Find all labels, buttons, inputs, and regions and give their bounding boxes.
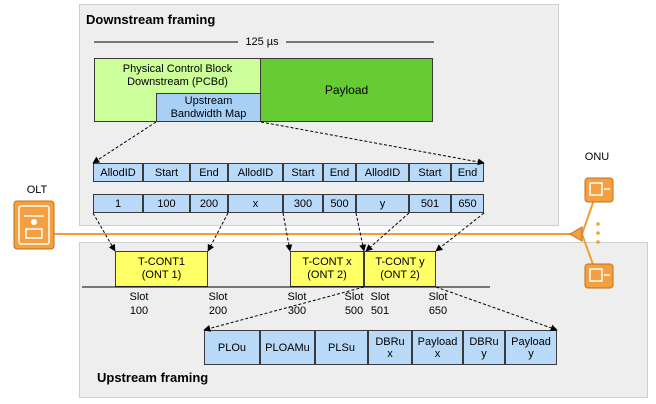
upstream-frame-cell: PLOAMu bbox=[260, 330, 315, 365]
upstream-title: Upstream framing bbox=[97, 370, 209, 385]
payload-block: Payload bbox=[260, 58, 433, 122]
tcont-x-box: T-CONT x (ONT 2) bbox=[290, 251, 364, 287]
downstream-title: Downstream framing bbox=[86, 12, 216, 27]
bwmap-header-cell: Start bbox=[409, 163, 451, 182]
slot-label: Slot 100 bbox=[129, 291, 149, 317]
bwmap-header-cell: AllodID bbox=[93, 163, 143, 182]
onu-label: ONU bbox=[584, 151, 610, 163]
upstream-frame-cell: DBRu y bbox=[463, 330, 505, 365]
pcbd-label: Physical Control Block Downstream (PCBd) bbox=[122, 63, 233, 88]
bwmap-value-cell: 501 bbox=[409, 194, 451, 213]
bwmap-value-cell: 650 bbox=[451, 194, 484, 213]
bwmap-header-cell: Start bbox=[283, 163, 323, 182]
bandwidth-map-label: Upstream Bandwidth Map bbox=[170, 94, 247, 120]
frame-duration-label: 125 µs bbox=[238, 35, 286, 49]
bwmap-header-cell: Start bbox=[143, 163, 190, 182]
slot-label: Slot 501 bbox=[370, 291, 390, 317]
bwmap-value-cell: x bbox=[228, 194, 283, 213]
bwmap-header-cell: AllodID bbox=[228, 163, 283, 182]
bwmap-value-cell: 500 bbox=[323, 194, 356, 213]
bwmap-value-cell: 300 bbox=[283, 194, 323, 213]
slot-label: Slot 650 bbox=[428, 291, 448, 317]
payload-label: Payload bbox=[324, 82, 369, 97]
bwmap-header-cell: End bbox=[323, 163, 356, 182]
olt-label: OLT bbox=[26, 184, 48, 196]
upstream-frame-cell: DBRu x bbox=[368, 330, 412, 365]
upstream-frame-cell: Payload y bbox=[505, 330, 557, 365]
bwmap-header-cell: AllodID bbox=[356, 163, 409, 182]
bandwidth-map-block: Upstream Bandwidth Map bbox=[156, 93, 261, 122]
bwmap-header-cell: End bbox=[451, 163, 484, 182]
upstream-frame-cell: PLOu bbox=[204, 330, 260, 365]
slot-label: Slot 300 bbox=[287, 291, 307, 317]
upstream-frame-cell: PLSu bbox=[315, 330, 368, 365]
tcont-1-box: T-CONT1 (ONT 1) bbox=[115, 251, 208, 287]
onu-device-icon bbox=[584, 177, 614, 203]
bwmap-value-cell: 200 bbox=[190, 194, 228, 213]
splitter-icon bbox=[569, 226, 583, 242]
fiber-branch bbox=[581, 196, 596, 235]
tcont-y-box: T-CONT y (ONT 2) bbox=[364, 251, 436, 287]
olt-device-icon bbox=[13, 200, 55, 250]
bwmap-header-cell: End bbox=[190, 163, 228, 182]
more-onu-dot bbox=[596, 231, 600, 235]
upstream-frame-cell: Payload x bbox=[412, 330, 463, 365]
slot-label: Slot 200 bbox=[208, 291, 228, 317]
bwmap-value-cell: 1 bbox=[93, 194, 143, 213]
more-onu-dot bbox=[596, 222, 600, 226]
bwmap-value-cell: y bbox=[356, 194, 409, 213]
bwmap-value-cell: 100 bbox=[143, 194, 190, 213]
